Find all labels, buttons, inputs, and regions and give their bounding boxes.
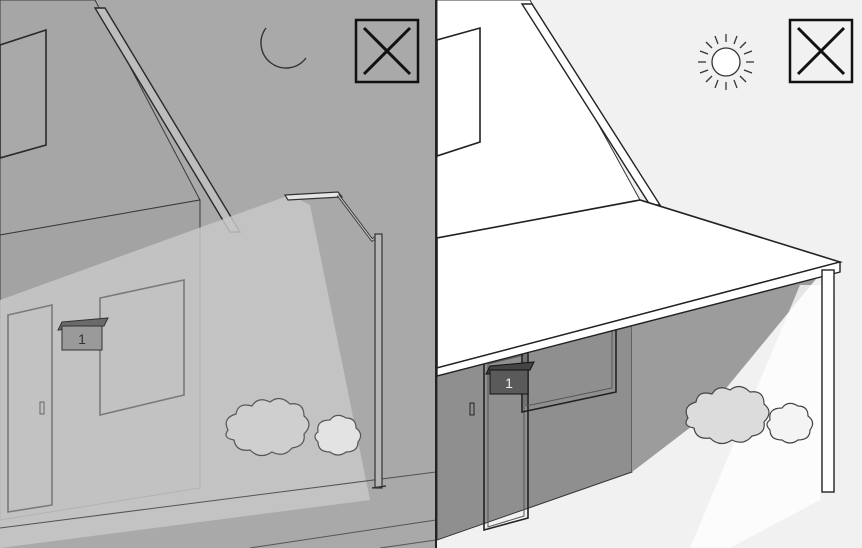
day-house-number-sign: 1 xyxy=(486,362,534,394)
day-cross-box-icon xyxy=(790,20,852,82)
day-canopy-post xyxy=(822,270,834,492)
night-upper-window xyxy=(0,30,46,158)
day-house-number-text: 1 xyxy=(505,375,513,391)
day-upper-window xyxy=(437,28,480,156)
night-cross-box-icon xyxy=(356,20,418,82)
night-house-number-text: 1 xyxy=(78,331,86,347)
night-panel: 1 xyxy=(0,0,436,548)
day-panel: 1 xyxy=(437,0,862,548)
night-house-number-sign: 1 xyxy=(58,318,108,350)
